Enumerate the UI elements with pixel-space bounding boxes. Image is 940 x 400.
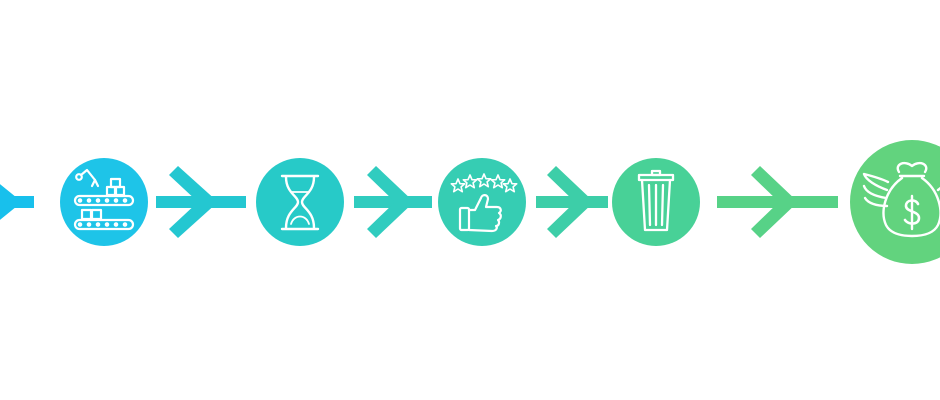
step-2-node [256, 158, 344, 246]
step-5-node [850, 140, 940, 264]
arrow-connector-1 [156, 166, 246, 238]
arrow-connector-4 [717, 166, 838, 238]
hourglass-icon [280, 174, 320, 231]
step-4-node [612, 158, 700, 246]
factory-conveyor-robot-arm-icon [73, 168, 135, 231]
thumbs-up-icon [458, 194, 502, 233]
arrow-connector-2 [354, 166, 432, 238]
five-star-rating-icon [450, 173, 518, 193]
arrow-connector-3 [536, 166, 608, 238]
step-1-node [60, 158, 148, 246]
arrow-connector-0 [0, 184, 34, 220]
step-3-node [438, 158, 526, 246]
trash-can-icon [637, 169, 675, 232]
